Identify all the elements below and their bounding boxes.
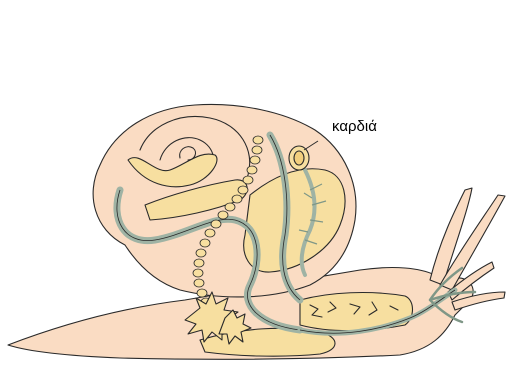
heart-inner [294, 151, 304, 165]
heart-label: καρδιά [332, 118, 377, 135]
